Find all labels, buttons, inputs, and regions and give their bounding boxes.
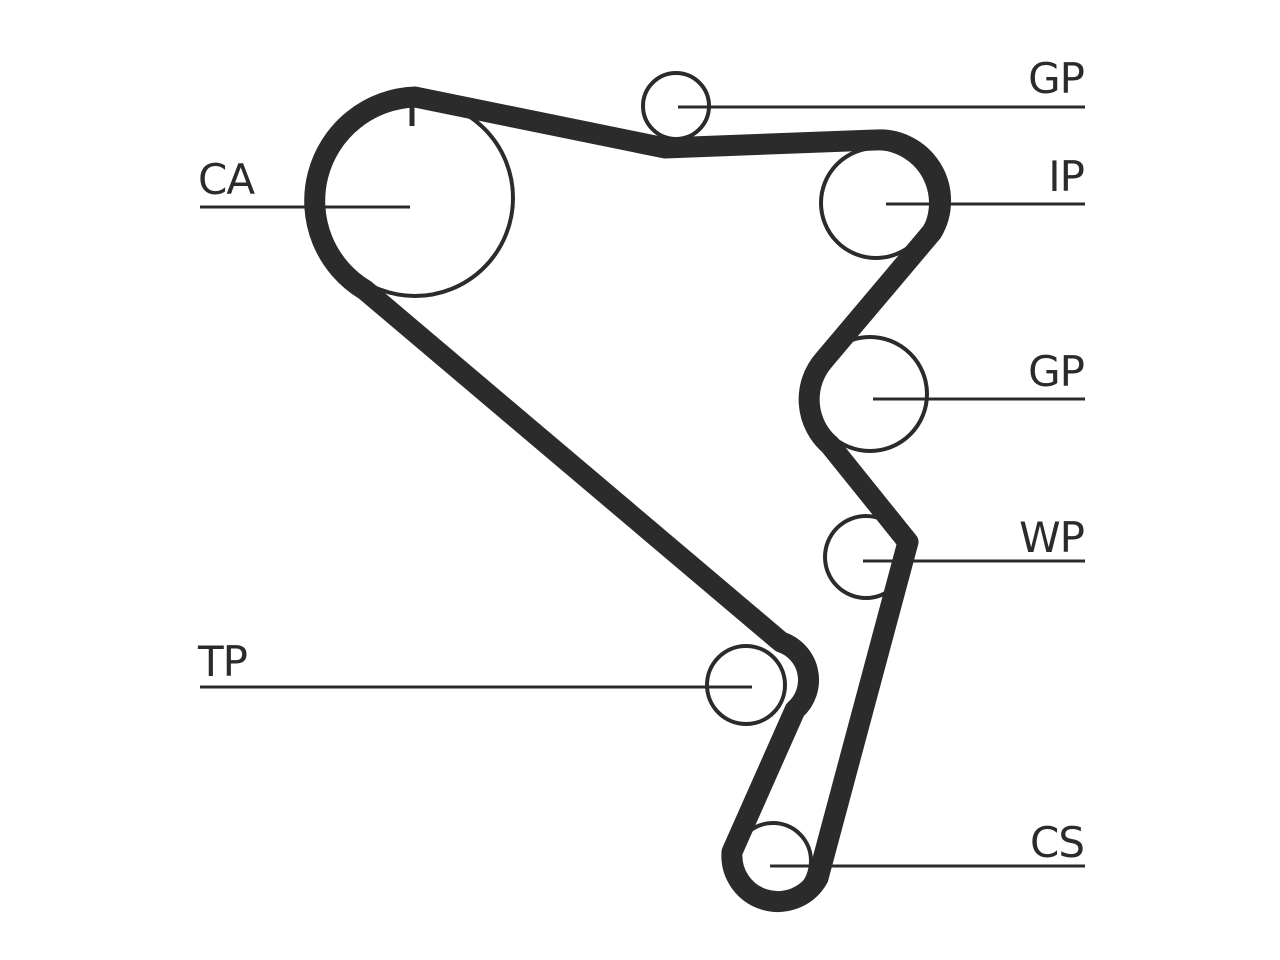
ca-label: CA — [198, 155, 255, 204]
gp-top-label: GP — [1028, 54, 1084, 103]
gp-mid-label: GP — [1028, 347, 1084, 396]
ip-label: IP — [1048, 152, 1084, 201]
wp-label: WP — [1019, 513, 1084, 562]
cs-label: CS — [1030, 818, 1084, 867]
tp-label: TP — [197, 637, 247, 686]
tensioner-pulley — [705, 644, 787, 726]
timing-belt — [304, 86, 952, 913]
